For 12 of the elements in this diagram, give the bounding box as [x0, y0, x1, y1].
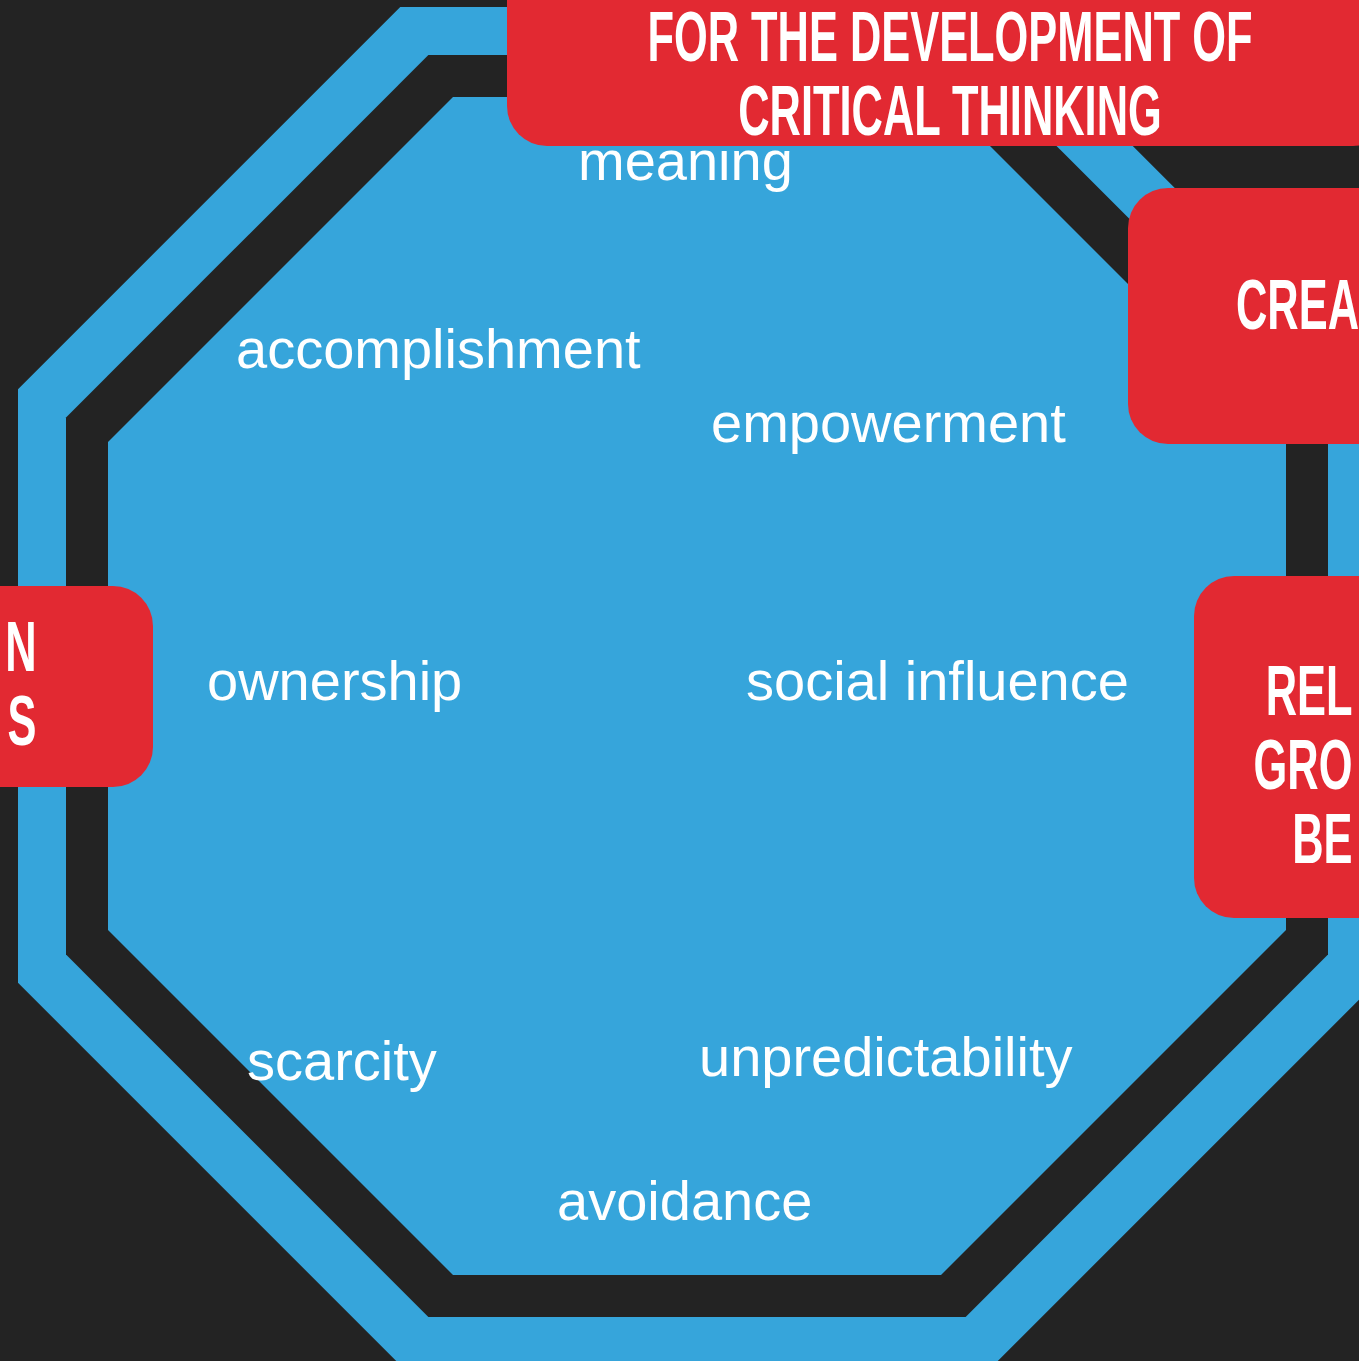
keyword-label: accomplishment [236, 318, 641, 380]
keyword-label: ownership [207, 650, 463, 712]
title-banner [1128, 188, 1359, 444]
banner-text: N S [5, 610, 37, 758]
banner-text: CREA [1236, 268, 1359, 342]
keyword-label: unpredictability [699, 1026, 1073, 1088]
keyword-label: social influence [746, 650, 1129, 712]
keyword-label: empowerment [711, 392, 1066, 454]
keyword-label: avoidance [557, 1170, 813, 1232]
keyword-label: scarcity [247, 1030, 437, 1092]
title-banner [507, 0, 1359, 146]
banner-text: REL GRO BE [1253, 654, 1352, 876]
